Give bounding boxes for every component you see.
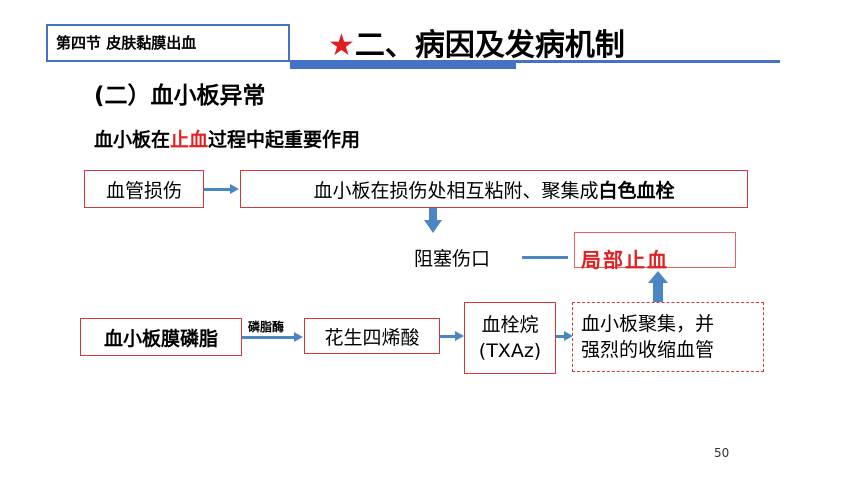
platelet-adhesion-box: 血小板在损伤处相互粘附、聚集成白色血栓 (240, 170, 748, 208)
connector-line (522, 256, 568, 259)
star-icon: ★ (328, 28, 355, 63)
aggregation-line2: 强烈的收缩血管 (581, 339, 715, 361)
membrane-phospholipid-text: 血小板膜磷脂 (103, 327, 218, 350)
title-underline (290, 60, 780, 63)
intro-highlight: 止血 (170, 129, 209, 151)
intro-part1: 血小板在 (94, 129, 171, 151)
block-wound-text: 阻塞伤口 (414, 248, 491, 270)
arrow-right-icon (455, 331, 464, 341)
white-thrombus-text: 白色血栓 (598, 179, 675, 202)
local-hemostasis-box: 局部止血 (574, 232, 736, 272)
title-underline-thick (290, 63, 516, 69)
membrane-phospholipid-box: 血小板膜磷脂 (80, 318, 242, 356)
local-hemostasis-text: 局部止血 (581, 248, 669, 272)
intro-part2: 过程中起重要作用 (208, 129, 361, 151)
connector-line (440, 335, 458, 338)
arrow-right-icon (294, 332, 303, 342)
arrow-up-icon (648, 271, 668, 302)
arrow-right-icon (230, 184, 239, 194)
thromboxane-line1: 血栓烷 (481, 314, 539, 336)
thromboxane-line2: (TXAz) (478, 340, 542, 362)
connector-line (556, 335, 566, 338)
adhesion-text: 血小板在损伤处相互粘附、聚集成 (313, 179, 599, 202)
main-title: ★二、病因及发病机制 (328, 20, 625, 64)
connector-line (204, 188, 232, 191)
thromboxane-box: 血栓烷 (TXAz) (464, 302, 556, 374)
vessel-injury-box: 血管损伤 (84, 170, 204, 208)
connector-line (242, 336, 296, 339)
page-number: 50 (714, 446, 730, 460)
arachidonic-acid-box: 花生四烯酸 (304, 318, 440, 354)
intro-text: 血小板在止血过程中起重要作用 (94, 125, 360, 152)
arrow-down-icon (424, 208, 442, 233)
platelet-aggregation-box: 血小板聚集，并 强烈的收缩血管 (572, 302, 764, 372)
section-label: 第四节 皮肤黏膜出血 (46, 24, 290, 62)
enzyme-label: 磷脂酶 (248, 320, 285, 334)
aggregation-line1: 血小板聚集，并 (581, 313, 715, 335)
main-title-text: 二、病因及发病机制 (354, 28, 625, 63)
arrow-right-icon (564, 331, 573, 341)
subtitle: (二）血小板异常 (94, 83, 266, 109)
